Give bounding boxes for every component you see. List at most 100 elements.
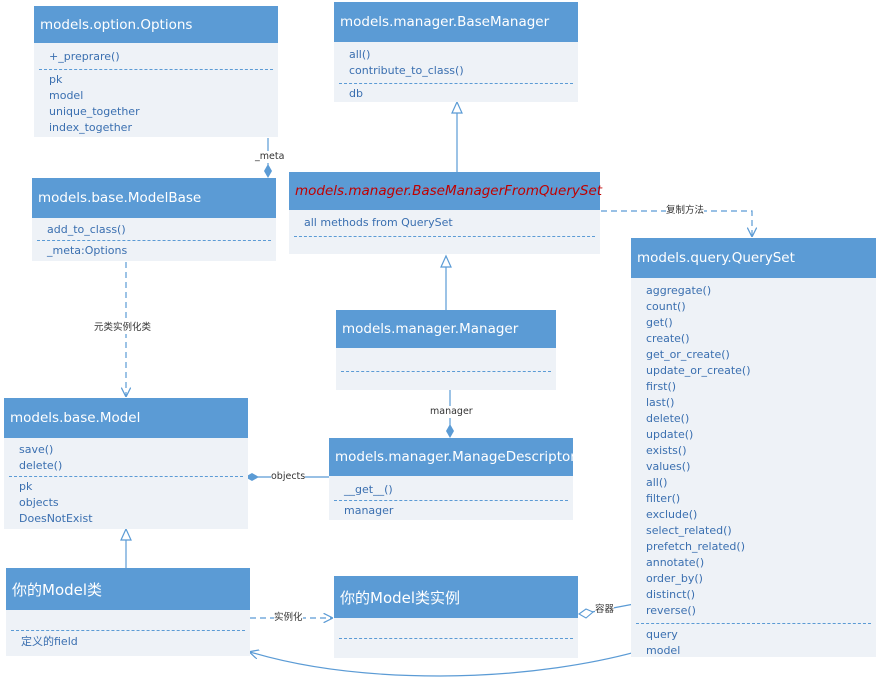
options-attr: model — [49, 89, 84, 102]
queryset-method: update_or_create() — [646, 364, 751, 377]
manager-class: models.manager.Manager — [336, 310, 556, 390]
modelbase-attrs: _meta:Options — [32, 241, 276, 263]
basemanager-separator — [339, 83, 573, 84]
manager-title: models.manager.Manager — [336, 310, 556, 348]
descriptor-class: models.manager.ManageDescriptor __get__(… — [329, 438, 576, 523]
basemanager-attrs: db — [334, 84, 578, 106]
options-separator — [39, 69, 273, 70]
descriptor-title: models.manager.ManageDescriptor — [329, 438, 576, 476]
options-class: models.option.Options +_preprare() pk mo… — [34, 6, 278, 137]
your-model-attr: 定义的field — [21, 635, 78, 648]
manager-diamond — [446, 424, 454, 438]
queryset-method: all() — [646, 476, 668, 489]
descriptor-attr: manager — [344, 504, 394, 517]
queryset-method: get() — [646, 316, 673, 329]
options-attr: index_together — [49, 121, 132, 134]
your-model-separator — [11, 630, 245, 631]
model-attr: pk — [19, 480, 33, 493]
inherit-triangle-basemanager — [451, 100, 463, 114]
queryset-attr: model — [646, 644, 681, 657]
basemanager-methods: all() contribute_to_class() — [334, 42, 578, 83]
modelbase-method: add_to_class() — [47, 223, 126, 236]
model-method: delete() — [19, 459, 63, 472]
bmfqs-class: models.manager.BaseManagerFromQuerySet a… — [289, 172, 602, 254]
queryset-title: models.query.QuerySet — [631, 238, 876, 278]
bmfqs-title: models.manager.BaseManagerFromQuerySet — [289, 172, 602, 210]
objects-label: objects — [271, 471, 306, 483]
model-methods: save() delete() — [4, 438, 248, 476]
queryset-method: update() — [646, 428, 694, 441]
queryset-method: distinct() — [646, 588, 696, 601]
basemanager-attr: db — [349, 87, 363, 100]
queryset-method: first() — [646, 380, 677, 393]
modelbase-title: models.base.ModelBase — [32, 178, 276, 218]
modelbase-attr: _meta:Options — [47, 244, 128, 257]
queryset-methods: aggregate() count() get() create() get_o… — [631, 278, 876, 623]
copy-label: 复制方法 — [666, 205, 705, 217]
model-separator — [9, 476, 243, 477]
copy-link — [601, 210, 752, 236]
descriptor-method: __get__() — [344, 483, 393, 496]
model-class: models.base.Model save() delete() pk obj… — [4, 398, 248, 529]
basemanager-method: all() — [349, 48, 371, 61]
objects-diamond — [245, 473, 259, 481]
your-model-class: 你的Model类 定义的field — [6, 568, 250, 656]
queryset-method: aggregate() — [646, 284, 712, 297]
queryset-method: exists() — [646, 444, 687, 457]
basemanager-class: models.manager.BaseManager all() contrib… — [334, 2, 578, 102]
model-title: models.base.Model — [4, 398, 248, 438]
queryset-separator — [636, 623, 871, 624]
options-methods: +_preprare() — [34, 43, 278, 69]
bmfqs-methods: all methods from QuerySet — [289, 210, 600, 235]
queryset-class: models.query.QuerySet aggregate() count(… — [631, 238, 876, 657]
options-method: +_preprare() — [49, 50, 120, 63]
metaclass-label: 元类实例化类 — [94, 322, 152, 334]
bmfqs-method: all methods from QuerySet — [304, 216, 453, 229]
model-attr: DoesNotExist — [19, 512, 93, 525]
instance-class: 你的Model类实例 — [334, 576, 578, 658]
basemanager-method: contribute_to_class() — [349, 64, 464, 77]
modelbase-class: models.base.ModelBase add_to_class() _me… — [32, 178, 276, 261]
descriptor-attrs: manager — [329, 501, 573, 523]
instance-title: 你的Model类实例 — [334, 576, 578, 618]
descriptor-separator — [334, 500, 568, 501]
modelbase-separator — [37, 240, 271, 241]
model-method: save() — [19, 443, 54, 456]
model-link — [250, 645, 657, 677]
your-model-title: 你的Model类 — [6, 568, 250, 610]
queryset-method: create() — [646, 332, 690, 345]
inherit-triangle-bmfqs — [440, 254, 452, 268]
basemanager-title: models.manager.BaseManager — [334, 2, 578, 42]
container-label: 容器 — [595, 604, 615, 616]
queryset-method: annotate() — [646, 556, 705, 569]
queryset-method: get_or_create() — [646, 348, 730, 361]
options-attrs: pk model unique_together index_together — [34, 70, 278, 140]
manager-label: manager — [430, 406, 473, 418]
model-attrs: pk objects DoesNotExist — [4, 477, 248, 531]
queryset-method: filter() — [646, 492, 681, 505]
queryset-attrs: query model — [631, 624, 876, 663]
model-attr: objects — [19, 496, 59, 509]
manager-separator — [341, 371, 551, 372]
your-model-attrs: 定义的field — [6, 631, 250, 654]
queryset-method: reverse() — [646, 604, 696, 617]
meta-label: _meta — [255, 151, 285, 163]
instantiate-label: 实例化 — [274, 612, 303, 624]
instance-separator — [339, 638, 573, 639]
queryset-attr: query — [646, 628, 678, 641]
options-title: models.option.Options — [34, 6, 278, 43]
descriptor-methods: __get__() — [329, 476, 573, 500]
container-diamond — [577, 608, 595, 619]
queryset-method: select_related() — [646, 524, 732, 537]
queryset-method: exclude() — [646, 508, 698, 521]
options-attr: unique_together — [49, 105, 140, 118]
queryset-method: order_by() — [646, 572, 703, 585]
options-attr: pk — [49, 73, 63, 86]
modelbase-methods: add_to_class() — [32, 218, 276, 240]
queryset-method: prefetch_related() — [646, 540, 745, 553]
inherit-triangle-model — [120, 527, 132, 541]
queryset-method: last() — [646, 396, 675, 409]
queryset-method: count() — [646, 300, 686, 313]
queryset-method: values() — [646, 460, 691, 473]
